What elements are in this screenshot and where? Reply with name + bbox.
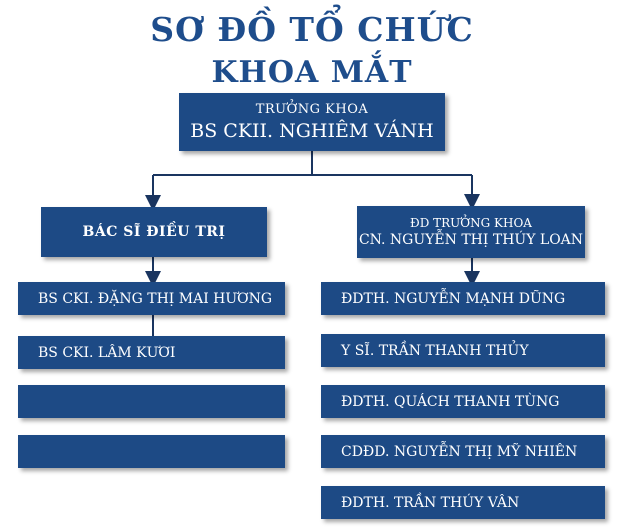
doctor-member-box-empty — [18, 385, 285, 418]
nurse-member-name: ĐDTH. QUÁCH THANH TÙNG — [341, 393, 560, 410]
nurse-member-name: CDĐD. NGUYỄN THỊ MỸ NHIÊN — [341, 443, 578, 460]
doctor-member-box: BS CKI. ĐẶNG THỊ MAI HƯƠNG — [18, 282, 285, 315]
head-of-department-box: TRƯỞNG KHOA BS CKII. NGHIÊM VÁNH — [179, 93, 445, 151]
nurse-member-box: Y SĨ. TRẦN THANH THỦY — [321, 334, 605, 367]
nurse-member-name: ĐDTH. TRẦN THÚY VÂN — [341, 494, 520, 511]
head-nurse-role: ĐD TRƯỞNG KHOA — [410, 216, 532, 230]
head-role: TRƯỞNG KHOA — [255, 102, 369, 117]
nurse-member-name: ĐDTH. NGUYỄN MẠNH DŨNG — [341, 290, 566, 307]
doctor-member-box: BS CKI. LÂM KƯƠI — [18, 336, 285, 369]
nurse-member-box: CDĐD. NGUYỄN THỊ MỸ NHIÊN — [321, 435, 605, 468]
nurse-member-box: ĐDTH. TRẦN THÚY VÂN — [321, 486, 605, 519]
doctor-member-name: BS CKI. ĐẶNG THỊ MAI HƯƠNG — [38, 290, 273, 307]
chart-title: SƠ ĐỒ TỔ CHỨC — [150, 10, 474, 49]
head-name: BS CKII. NGHIÊM VÁNH — [190, 120, 434, 142]
doctors-group-box: BÁC SĨ ĐIỀU TRỊ — [41, 207, 267, 257]
nurse-member-name: Y SĨ. TRẦN THANH THỦY — [341, 342, 529, 359]
nurse-member-box: ĐDTH. NGUYỄN MẠNH DŨNG — [321, 282, 605, 315]
nurse-member-box: ĐDTH. QUÁCH THANH TÙNG — [321, 385, 605, 418]
doctor-member-name: BS CKI. LÂM KƯƠI — [38, 344, 176, 361]
head-nurse-name: CN. NGUYỄN THỊ THÚY LOAN — [358, 232, 584, 248]
doctor-member-box-empty — [18, 435, 285, 468]
chart-subtitle: KHOA MẮT — [211, 55, 413, 90]
head-nurse-box: ĐD TRƯỞNG KHOA CN. NGUYỄN THỊ THÚY LOAN — [357, 206, 585, 258]
doctors-group-label: BÁC SĨ ĐIỀU TRỊ — [82, 224, 226, 240]
